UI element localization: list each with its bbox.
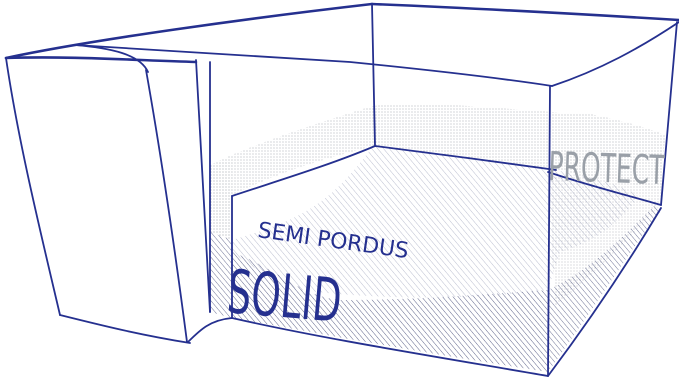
floor-back-right-edge [374, 145, 557, 171]
right-bottom-edge [547, 207, 662, 377]
top-front-edge [74, 44, 553, 87]
left-wall-dot-fill [210, 106, 373, 240]
slab-bottom-right-edge [187, 317, 233, 343]
slab-bottom-edge [59, 314, 191, 344]
slab-right-edge [195, 59, 211, 313]
back-vertical-edge [371, 3, 376, 147]
front-right-vertical-edge [547, 85, 551, 377]
protect-label: PROTECT [548, 144, 666, 194]
back-wall-dot-fill [373, 104, 665, 190]
solid-layer-fill [232, 252, 548, 372]
top-right-front-edge [551, 21, 679, 87]
slab-top-edge [4, 56, 198, 64]
right-face-hatch-fill [548, 205, 660, 372]
top-back-edge [4, 2, 374, 60]
solid-label: SOLID [225, 257, 345, 337]
right-back-vertical-edge [660, 21, 678, 206]
floor-right-edge [547, 171, 662, 206]
slab-front-left-edge [145, 69, 188, 343]
slab-inner-top-edge [74, 44, 149, 73]
semi-porous-floor-fill [232, 146, 640, 298]
top-right-edge [370, 2, 679, 22]
left-wall-mid-dots [210, 160, 232, 240]
left-wall-solid-fill [210, 232, 232, 318]
floor-back-left-edge [231, 145, 376, 197]
slab-left-edge [5, 57, 61, 316]
front-bottom-edge [231, 317, 549, 377]
